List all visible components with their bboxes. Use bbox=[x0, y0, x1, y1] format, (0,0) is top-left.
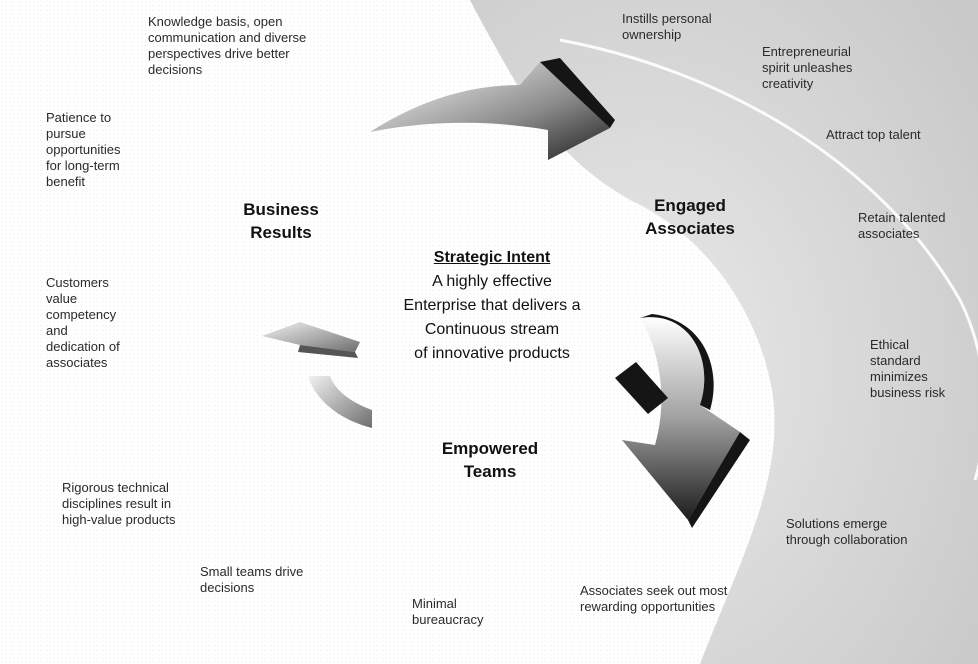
note-knowledge: Knowledge basis, open communication and … bbox=[148, 14, 307, 77]
note-entrepreneurial: Entrepreneurial spirit unleashes creativ… bbox=[762, 44, 853, 91]
note-retain: Retain talented associates bbox=[858, 210, 946, 241]
arrow-right bbox=[615, 314, 750, 528]
note-instills: Instills personal ownership bbox=[622, 11, 712, 42]
engaged-associates-heading: Engaged Associates bbox=[645, 196, 735, 238]
strategic-intent-line: of innovative products bbox=[414, 345, 570, 362]
strategic-intent-line: A highly effective bbox=[432, 273, 552, 290]
strategic-intent-line: Continuous stream bbox=[424, 321, 560, 338]
note-attract: Attract top talent bbox=[826, 127, 921, 142]
strategic-intent-line: Enterprise that delivers a bbox=[403, 297, 581, 314]
note-rigorous: Rigorous technical disciplines result in… bbox=[62, 480, 176, 527]
arrow-left bbox=[262, 322, 372, 428]
strategic-intent: Strategic Intent A highly effective Ente… bbox=[372, 246, 612, 366]
note-small-teams: Small teams drive decisions bbox=[200, 564, 304, 595]
note-ethical: Ethical standard minimizes business risk bbox=[870, 337, 946, 400]
note-minimal: Minimal bureaucracy bbox=[412, 596, 484, 627]
business-results-heading: Business Results bbox=[243, 200, 319, 242]
note-patience: Patience to pursue opportunities for lon… bbox=[46, 110, 121, 189]
note-customers: Customers value competency and dedicatio… bbox=[46, 275, 120, 370]
arrow-top bbox=[370, 58, 615, 160]
strategic-intent-title: Strategic Intent bbox=[433, 249, 551, 266]
note-solutions: Solutions emerge through collaboration bbox=[786, 516, 908, 547]
empowered-teams-heading: Empowered Teams bbox=[441, 439, 539, 481]
note-associates-seek: Associates seek out most rewarding oppor… bbox=[580, 583, 728, 614]
